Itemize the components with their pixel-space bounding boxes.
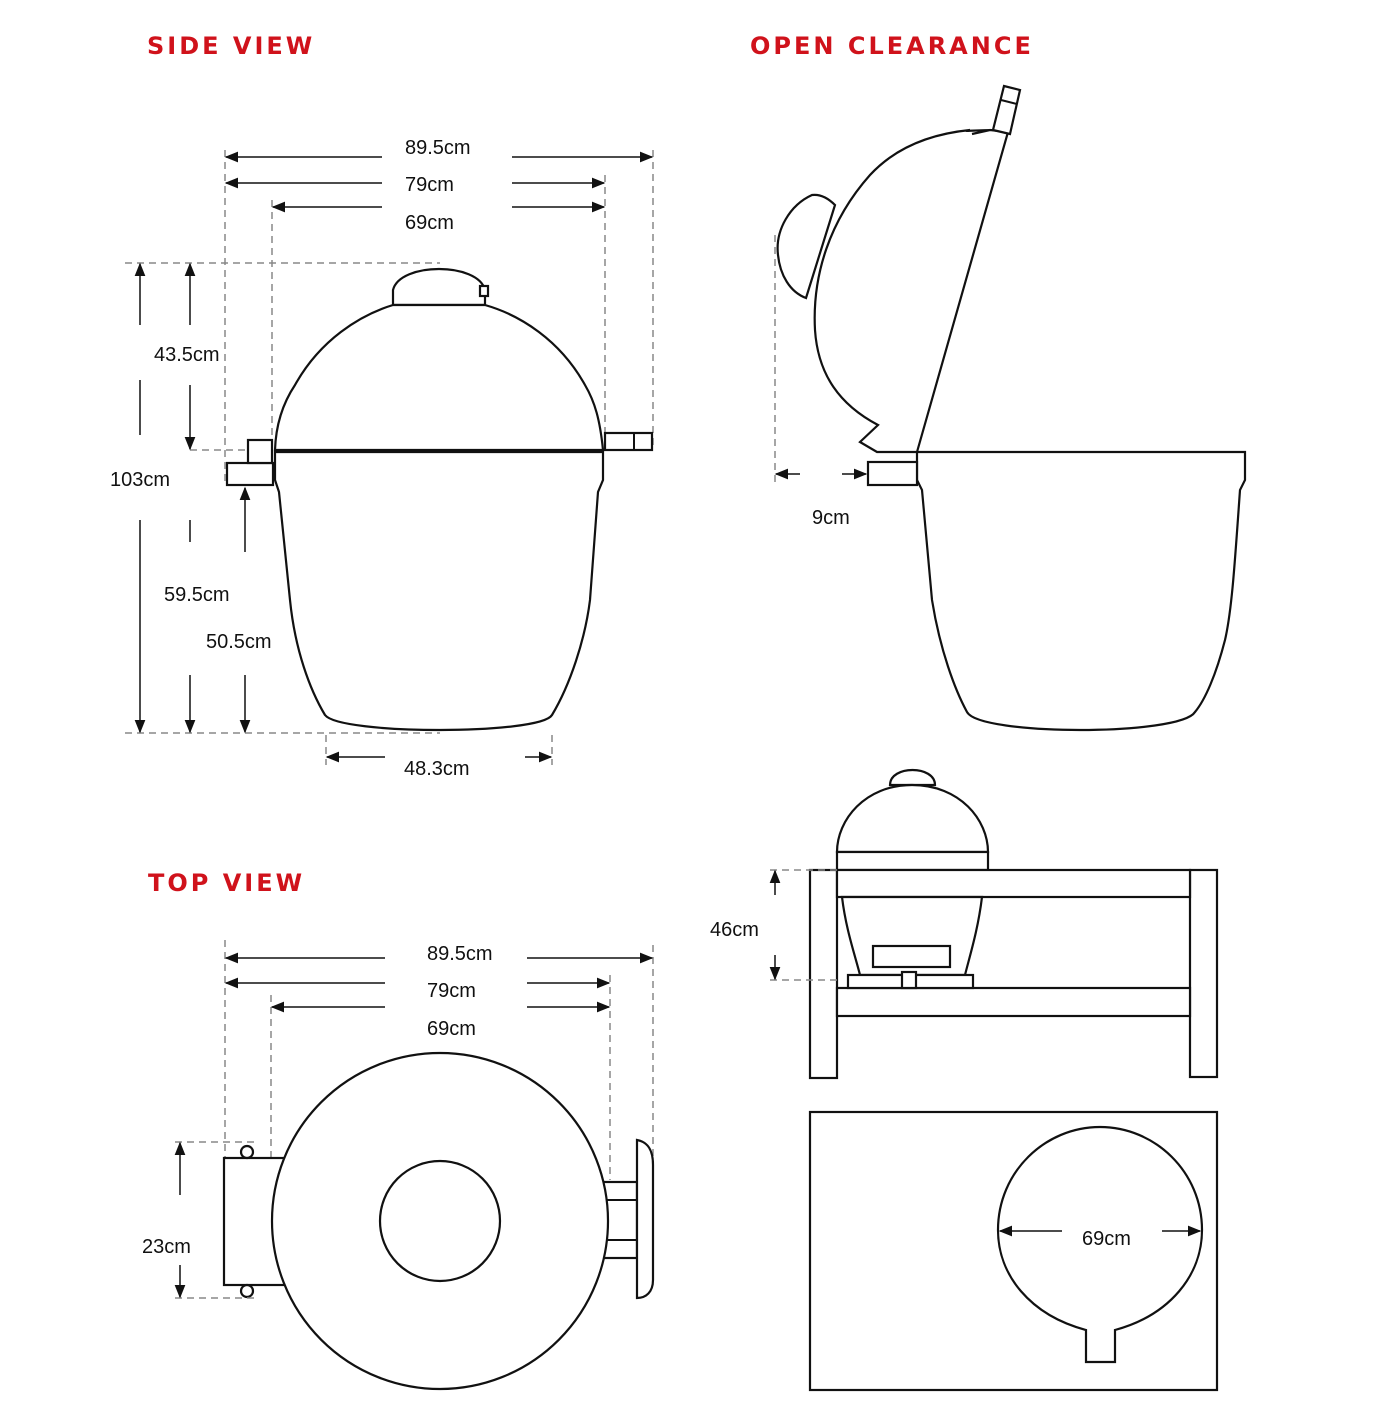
clearance-label: 9cm: [812, 507, 850, 529]
side-width-total-label: 89.5cm: [405, 137, 471, 159]
side-width-handles-label: 79cm: [405, 174, 454, 196]
grill-side-outline: [225, 267, 654, 732]
lid-height-label: 43.5cm: [154, 344, 220, 366]
side-handle-left: [225, 461, 275, 487]
top-view: 89.5cm 79cm 69cm 23cm: [142, 940, 655, 1391]
handle-depth-label: 23cm: [142, 1236, 191, 1258]
handle-height-label: 50.5cm: [206, 631, 272, 653]
total-height-label: 103cm: [110, 469, 170, 491]
top-width-handles-label: 79cm: [427, 980, 476, 1002]
grill-top-vent: [378, 1159, 502, 1283]
top-width-total-label: 89.5cm: [427, 943, 493, 965]
side-width-body-label: 69cm: [405, 212, 454, 234]
side-view: 89.5cm 79cm 69cm 43.5cm 103cm 59.5cm 50.…: [110, 137, 654, 780]
table-top-view: 69cm: [808, 1110, 1219, 1392]
foot-width-label: 48.3cm: [404, 758, 470, 780]
table-height-label: 46cm: [710, 919, 759, 941]
base-height-label: 59.5cm: [164, 584, 230, 606]
cutout-diameter-label: 69cm: [1082, 1228, 1131, 1250]
side-view-arrows: [134, 151, 654, 763]
table-side-view: 46cm: [710, 768, 1219, 1080]
open-clearance-view: 9cm: [774, 84, 1247, 732]
top-view-title: TOP VIEW: [148, 869, 305, 897]
top-width-body-label: 69cm: [427, 1018, 476, 1040]
side-handle-right: [603, 431, 654, 452]
side-view-title: SIDE VIEW: [147, 32, 315, 60]
open-clearance-title: OPEN CLEARANCE: [750, 32, 1034, 60]
